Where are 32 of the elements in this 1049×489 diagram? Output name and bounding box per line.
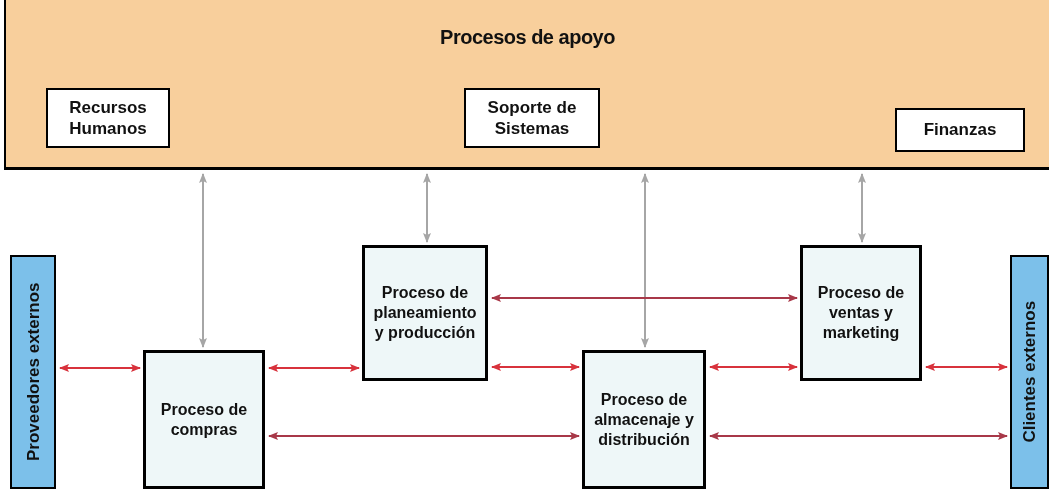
box-label: Proceso de planeamiento y producción xyxy=(372,283,478,343)
band-title: Procesos de apoyo xyxy=(439,25,616,50)
arrow xyxy=(491,363,580,371)
process-box xyxy=(464,88,600,148)
vertical-label: Proveedores externos xyxy=(22,282,44,462)
box-label: Proceso de compras xyxy=(159,399,249,440)
arrow xyxy=(858,173,866,243)
external-bar xyxy=(10,255,56,489)
arrow xyxy=(199,173,207,348)
box-label: Soporte de Sistemas xyxy=(486,96,578,140)
process-box xyxy=(46,88,170,148)
arrow xyxy=(268,364,360,372)
arrow xyxy=(491,294,798,302)
external-bar xyxy=(1010,255,1049,489)
arrow xyxy=(423,173,431,243)
arrow xyxy=(709,432,1008,440)
process-box xyxy=(582,350,706,489)
box-label: Recursos Humanos xyxy=(68,96,148,140)
arrow xyxy=(925,363,1008,371)
arrow xyxy=(268,432,580,440)
box-label: Proceso de almacenaje y distribución xyxy=(593,389,695,450)
arrow xyxy=(59,364,141,372)
box-label: Finanzas xyxy=(922,119,998,141)
process-box xyxy=(362,245,488,381)
arrow xyxy=(709,363,798,371)
vertical-label: Clientes externos xyxy=(1018,301,1040,443)
process-box xyxy=(800,245,922,381)
support-band xyxy=(4,0,1049,170)
arrow xyxy=(641,173,649,348)
process-box xyxy=(143,350,265,489)
process-box xyxy=(895,108,1025,152)
box-label: Proceso de ventas y marketing xyxy=(816,283,906,343)
